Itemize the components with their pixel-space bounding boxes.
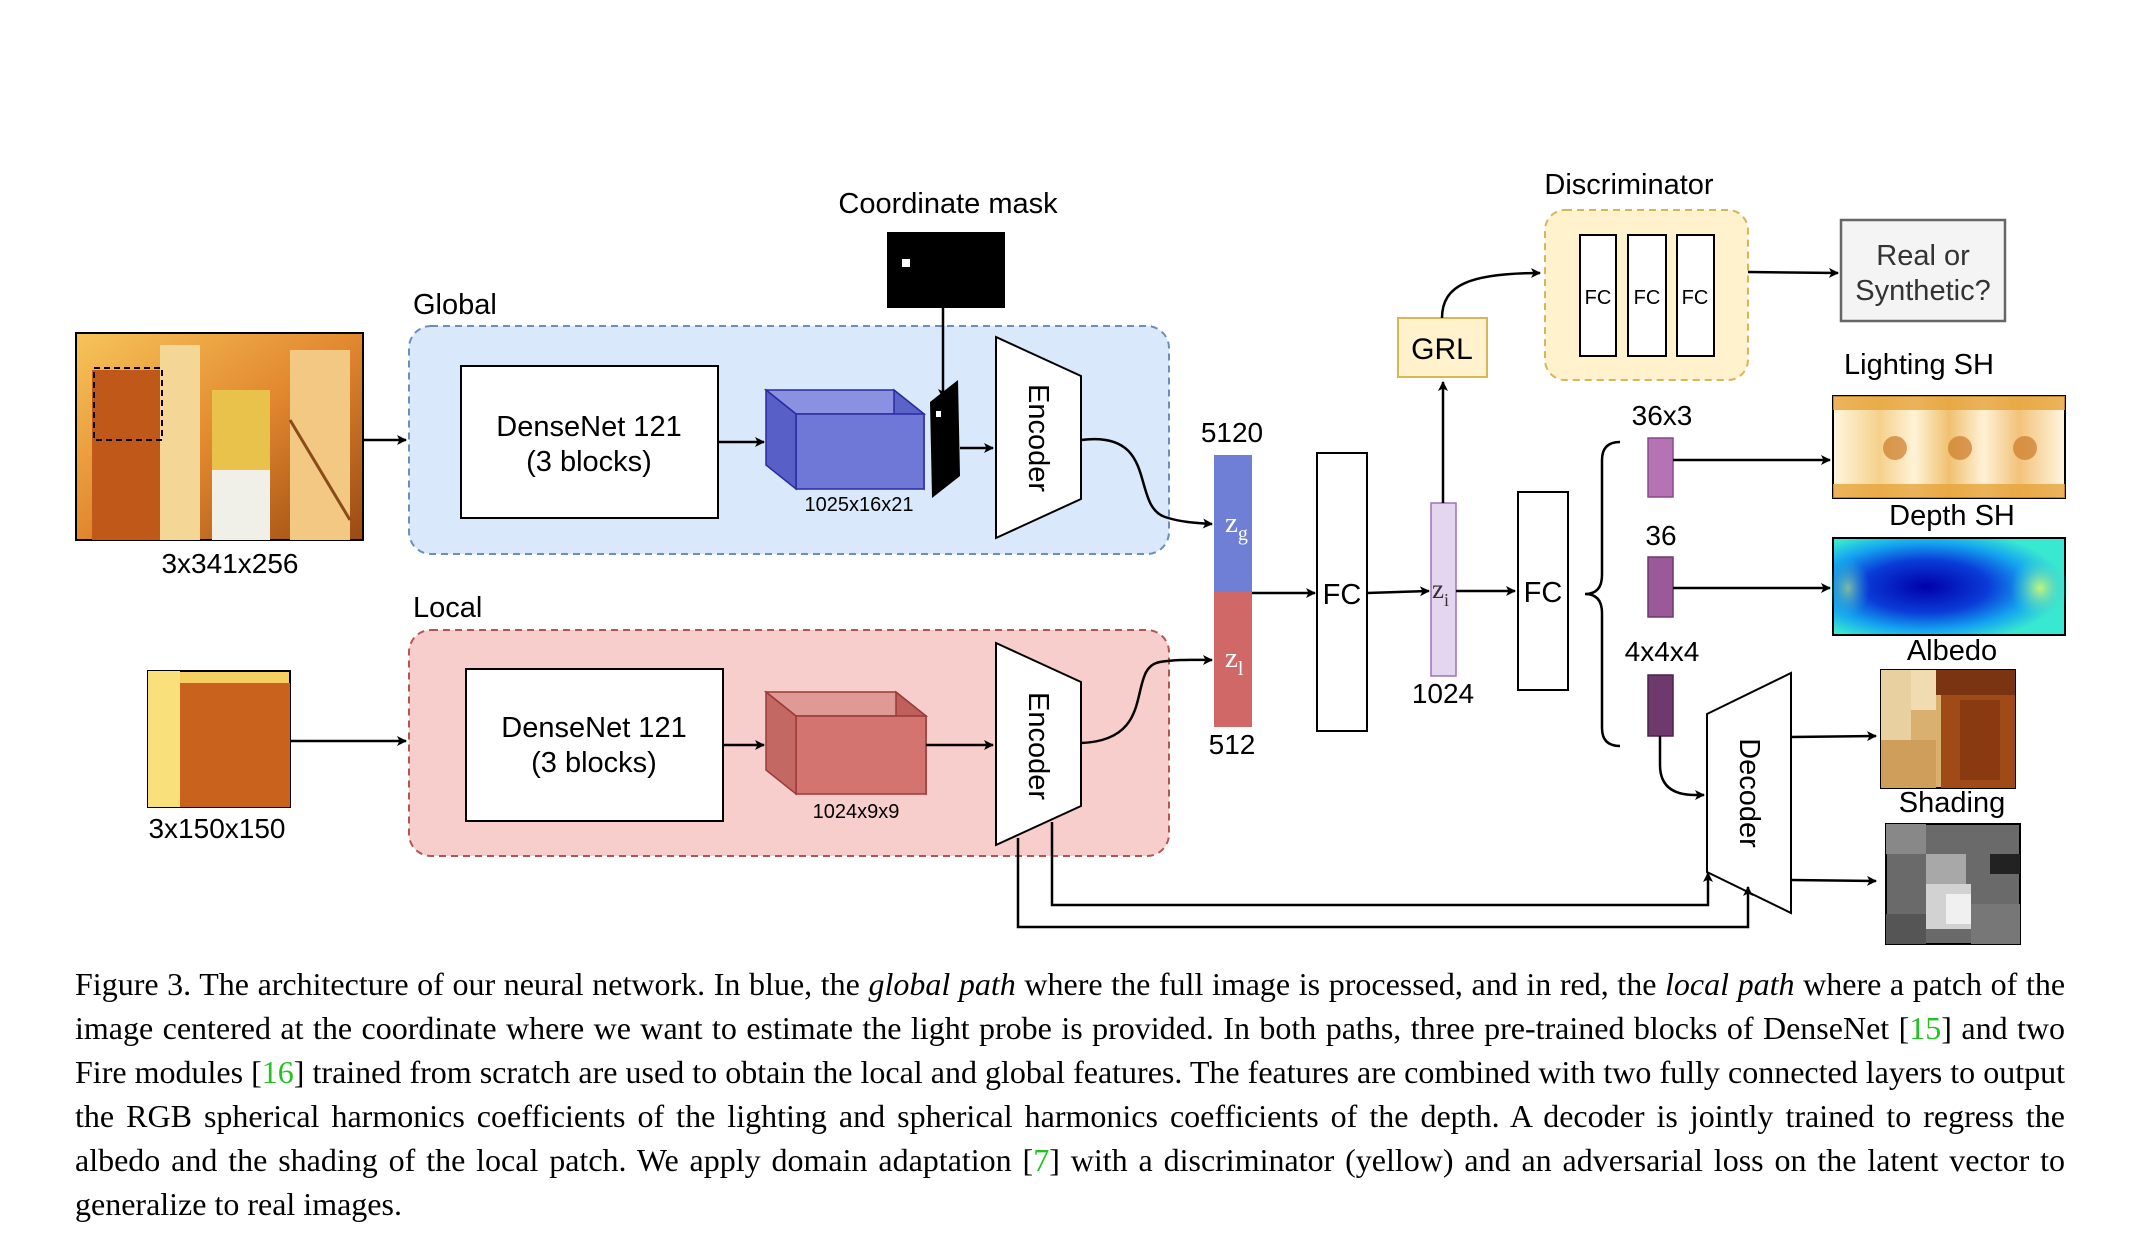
coordinate-mask-image xyxy=(887,232,1005,308)
local-feature-tensor xyxy=(763,690,929,796)
zl-bar xyxy=(1214,592,1252,727)
caption-text-6: ] with a discriminator (yellow) and an a… xyxy=(75,1142,2066,1222)
disc-fc2-label: FC xyxy=(1634,287,1661,309)
caption-em-local-path: local path xyxy=(1665,966,1795,1002)
out-depth-vector xyxy=(1647,556,1674,618)
local-tensor-dims: 1024x9x9 xyxy=(813,801,900,823)
depth-sh-title: Depth SH xyxy=(1889,500,2015,532)
caption-ref-7[interactable]: 7 xyxy=(1033,1142,1050,1178)
disc-fc1-box xyxy=(1579,234,1617,357)
local-input-image xyxy=(147,670,291,808)
zg-size-label: 5120 xyxy=(1201,417,1263,448)
zl-size-label: 512 xyxy=(1209,729,1256,760)
zi-label: zi xyxy=(1432,574,1449,610)
shading-title: Shading xyxy=(1899,787,2005,819)
disc-fc2-box xyxy=(1627,234,1667,357)
caption-text-4: ] and two Fire modules [ xyxy=(75,1010,2066,1090)
fc2-label: FC xyxy=(1524,577,1563,609)
depth-sh-image xyxy=(1826,537,2070,636)
real-or-synthetic-box xyxy=(1839,218,2007,323)
densenet-local-box xyxy=(465,668,724,822)
grl-box xyxy=(1397,317,1488,378)
zl-label: zl xyxy=(1225,642,1244,680)
coordinate-mask-slice xyxy=(930,380,960,498)
caption-ref-15[interactable]: 15 xyxy=(1909,1010,1942,1046)
real-line1: Real or xyxy=(1876,240,1970,272)
figure-caption: Figure 3. The architecture of our neural… xyxy=(75,962,2065,1226)
local-path-label: Local xyxy=(413,592,482,624)
disc-fc1-label: FC xyxy=(1585,287,1612,309)
real-line2: Synthetic? xyxy=(1855,275,1990,307)
fc1-label: FC xyxy=(1323,579,1362,611)
skip-connection-outer xyxy=(1016,838,1753,929)
densenet-global-line1: DenseNet 121 xyxy=(496,411,681,443)
zg-bar xyxy=(1214,455,1252,592)
fc2-box xyxy=(1517,491,1569,691)
caption-text-3: where a patch of the image centered at t… xyxy=(75,966,2066,1046)
encoder-global-label: Encoder xyxy=(1022,384,1054,492)
caption-text-5: ] trained from scratch are used to obtai… xyxy=(75,1054,2066,1178)
encoder-global xyxy=(995,335,1082,540)
lighting-sh-title: Lighting SH xyxy=(1844,349,1994,381)
encoder-local xyxy=(995,641,1082,847)
out-lighting-dims: 36x3 xyxy=(1632,400,1693,431)
out-lighting-vector xyxy=(1647,437,1674,498)
fc1-box xyxy=(1316,452,1368,732)
global-path-label: Global xyxy=(413,289,497,321)
global-feature-tensor xyxy=(763,388,927,491)
albedo-image xyxy=(1880,669,2016,789)
disc-fc3-box xyxy=(1676,234,1715,357)
zi-size-label: 1024 xyxy=(1412,678,1474,709)
zg-label: zg xyxy=(1225,507,1248,545)
caption-ref-16[interactable]: 16 xyxy=(261,1054,294,1090)
albedo-title: Albedo xyxy=(1907,635,1997,667)
global-input-dims: 3x341x256 xyxy=(161,548,298,579)
caption-text-2: where the full image is processed, and i… xyxy=(1015,966,1666,1002)
lighting-sh-image xyxy=(1832,395,2066,499)
coordinate-mask-dot xyxy=(902,259,910,267)
output-brace xyxy=(1584,440,1621,748)
local-input-dims: 3x150x150 xyxy=(148,813,285,844)
densenet-local-line1: DenseNet 121 xyxy=(501,712,686,744)
out-depth-dims: 36 xyxy=(1645,520,1676,551)
discriminator-title: Discriminator xyxy=(1544,169,1714,201)
shading-image xyxy=(1885,823,2021,945)
caption-em-global-path: global path xyxy=(868,966,1016,1002)
coordinate-mask-title: Coordinate mask xyxy=(838,188,1058,220)
decoder xyxy=(1706,671,1792,915)
caption-text-1: Figure 3. The architecture of our neural… xyxy=(75,966,869,1002)
skip-connection-inner xyxy=(1050,822,1713,907)
out-albedo-vector xyxy=(1647,674,1674,737)
global-input-image xyxy=(75,332,364,541)
densenet-local-line2: (3 blocks) xyxy=(531,747,657,779)
decoder-label: Decoder xyxy=(1733,738,1765,848)
global-tensor-dims: 1025x16x21 xyxy=(805,494,914,516)
densenet-global-line2: (3 blocks) xyxy=(526,446,652,478)
out-albedo-dims: 4x4x4 xyxy=(1625,636,1700,667)
grl-label: GRL xyxy=(1411,333,1473,366)
zi-bar xyxy=(1430,502,1457,677)
disc-fc3-label: FC xyxy=(1682,287,1709,309)
encoder-local-label: Encoder xyxy=(1022,692,1054,800)
